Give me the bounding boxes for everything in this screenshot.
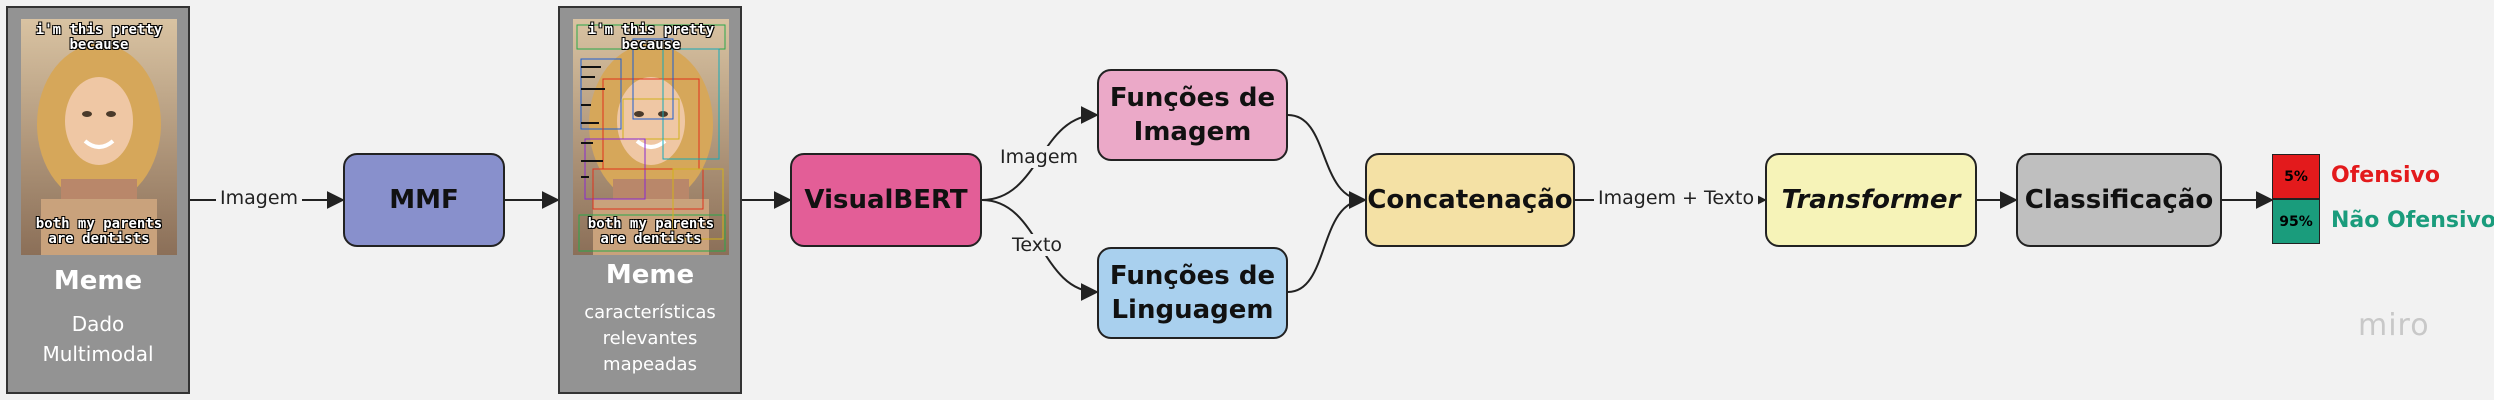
- meme-features-title: Meme: [605, 260, 695, 290]
- meme-features-subtitle-2: relevantes: [602, 328, 698, 349]
- non-offensive-percentage-box: 95%: [2272, 199, 2320, 244]
- classification-label: Classificação: [2024, 185, 2214, 215]
- image-features-node: Funções de Imagem: [1097, 69, 1288, 161]
- transformer-label: Transformer: [1781, 185, 1961, 215]
- edge-label-image-text: Imagem + Texto: [1594, 187, 1759, 209]
- mmf-node: MMF: [343, 153, 505, 247]
- visualbert-node: VisualBERT: [790, 153, 982, 247]
- meme-features-subtitle-3: mapeadas: [603, 354, 697, 375]
- concatenation-node: Concatenação: [1365, 153, 1575, 247]
- language-features-label-line2: Linguagem: [1111, 295, 1274, 325]
- concatenation-label: Concatenação: [1367, 185, 1573, 215]
- meme-image: i'm this pretty because both my parents …: [21, 19, 177, 255]
- meme-features-top-caption: i'm this pretty because: [587, 22, 715, 53]
- visualbert-label: VisualBERT: [804, 185, 968, 215]
- meme-input-title: Meme: [53, 266, 143, 296]
- mmf-label: MMF: [389, 185, 459, 215]
- edge-label-branch-image: Imagem: [996, 146, 1083, 168]
- meme-features-card: i'm this pretty because both my parents …: [558, 6, 742, 394]
- language-features-label-line1: Funções de: [1109, 261, 1276, 291]
- classification-node: Classificação: [2016, 153, 2222, 247]
- image-features-label-line2: Imagem: [1133, 117, 1252, 147]
- meme-feature-map-illustration: [573, 19, 729, 255]
- language-features-node: Funções de Linguagem: [1097, 247, 1288, 339]
- meme-input-subtitle-1: Dado: [71, 312, 125, 336]
- non-offensive-label: Não Ofensivo: [2331, 208, 2494, 233]
- meme-bottom-caption: both my parents are dentists: [35, 216, 163, 247]
- edge-label-image: Imagem: [216, 187, 303, 209]
- transformer-node: Transformer: [1765, 153, 1977, 247]
- meme-features-subtitle-1: características: [584, 302, 716, 323]
- non-offensive-percentage: 95%: [2279, 213, 2313, 230]
- offensive-label: Ofensivo: [2331, 163, 2440, 188]
- miro-watermark: miro: [2358, 308, 2430, 343]
- meme-features-bottom-caption: both my parents are dentists: [587, 216, 715, 247]
- offensive-percentage-box: 5%: [2272, 154, 2320, 199]
- meme-input-subtitle-2: Multimodal: [42, 342, 154, 366]
- edge-language-concat: [1287, 191, 1367, 293]
- edge-label-branch-text: Texto: [1008, 234, 1067, 256]
- meme-feature-map-image: i'm this pretty because both my parents …: [573, 19, 729, 255]
- edge-image-concat: [1287, 114, 1367, 209]
- meme-input-card: i'm this pretty because both my parents …: [6, 6, 190, 394]
- image-features-label-line1: Funções de: [1109, 83, 1276, 113]
- meme-top-caption: i'm this pretty because: [35, 22, 163, 53]
- offensive-percentage: 5%: [2284, 168, 2308, 185]
- meme-photo-illustration: [21, 19, 177, 255]
